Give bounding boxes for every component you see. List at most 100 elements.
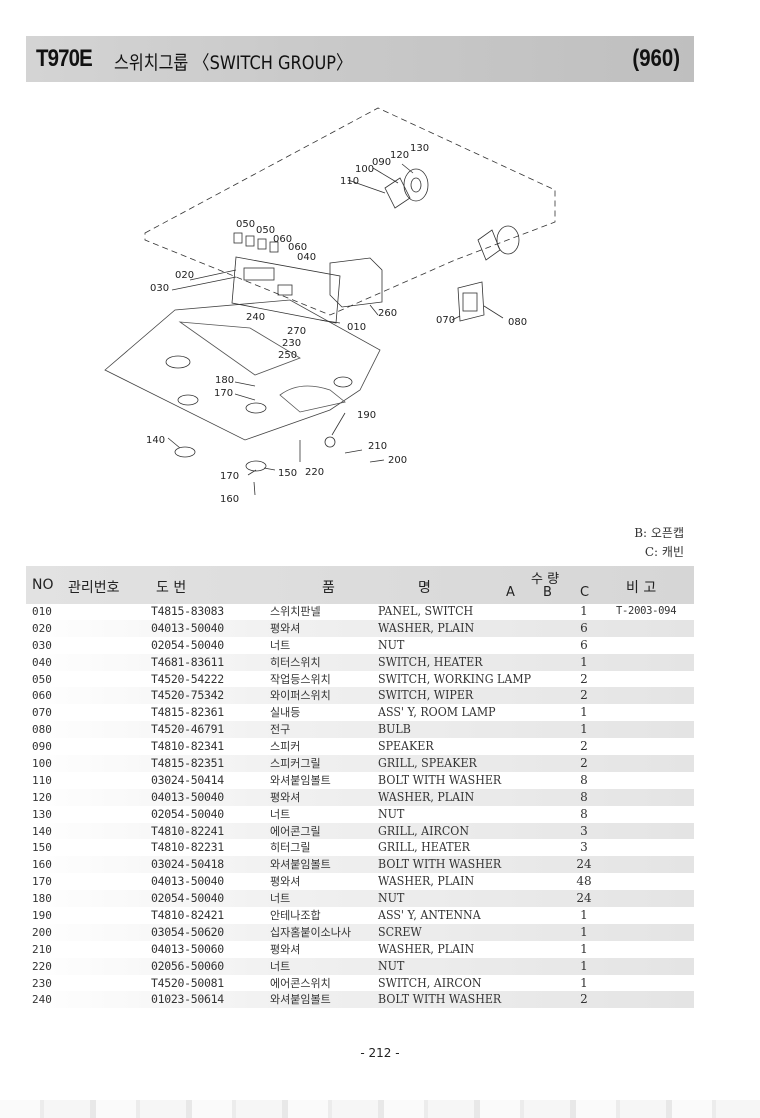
col-header-mgmt-number: 관리번호 <box>68 580 120 596</box>
quantity-cell: 1 <box>580 975 588 990</box>
english-name-cell: BOLT WITH WASHER <box>378 992 502 1007</box>
switch-icon <box>233 232 243 244</box>
col-header-qty-a: A <box>506 585 515 600</box>
part-number-cell: 120 <box>32 790 52 804</box>
english-name-cell: BOLT WITH WASHER <box>378 857 502 872</box>
switch-icon <box>257 238 267 250</box>
quantity-cell: 1 <box>580 958 588 973</box>
english-name-cell: SWITCH, AIRCON <box>378 975 482 990</box>
drawing-number-cell: 02054-50040 <box>151 891 224 906</box>
header-bar: T970E 스위치그룹 〈SWITCH GROUP〉 (960) <box>26 36 694 82</box>
part-number-cell: 050 <box>32 672 52 686</box>
switch-icon <box>245 235 255 247</box>
english-name-cell: BOLT WITH WASHER <box>378 772 502 787</box>
drawing-number-cell: T4815-83083 <box>151 604 224 618</box>
korean-name-cell: 평와셔 <box>270 942 301 956</box>
part-number-cell: 190 <box>32 909 52 923</box>
group-code: (960) <box>632 45 680 72</box>
callout-label: 020 <box>175 270 194 281</box>
callout-label: 270 <box>287 326 306 337</box>
part-number-cell: 180 <box>32 892 52 906</box>
speaker-icon <box>403 168 429 202</box>
room-lamp-lens-icon <box>462 292 478 312</box>
quantity-cell: 24 <box>576 891 592 906</box>
part-number-cell: 210 <box>32 942 52 956</box>
col-header-no: NO <box>32 577 54 593</box>
callout-label: 130 <box>410 143 429 154</box>
english-name-cell: NUT <box>378 806 405 821</box>
korean-name-cell: 너트 <box>270 959 291 973</box>
english-name-cell: ASS' Y, ROOM LAMP <box>378 705 496 720</box>
quantity-cell: 1 <box>580 604 588 618</box>
grill-icon <box>333 376 353 388</box>
korean-name-cell: 에어콘스위치 <box>270 976 331 990</box>
korean-name-cell: 너트 <box>270 892 291 906</box>
callout-label: 170 <box>220 471 239 482</box>
english-name-cell: GRILL, HEATER <box>378 840 470 855</box>
callout-label: 080 <box>508 317 527 328</box>
english-name-cell: GRILL, AIRCON <box>378 823 469 838</box>
quantity-cell: 8 <box>580 806 588 821</box>
quantity-cell: 2 <box>580 756 588 771</box>
english-name-cell: ASS' Y, ANTENNA <box>378 908 481 923</box>
callout-label: 190 <box>357 410 376 421</box>
part-number-cell: 110 <box>32 773 52 787</box>
quantity-cell: 1 <box>580 941 588 956</box>
quantity-cell: 6 <box>580 637 588 652</box>
drawing-number-cell: T4520-50081 <box>151 975 224 990</box>
grill-aircon-icon <box>174 446 196 458</box>
korean-name-cell: 스위치판넬 <box>270 605 321 618</box>
korean-name-cell: 평와셔 <box>270 875 301 889</box>
quantity-cell: 8 <box>580 789 588 804</box>
part-number-cell: 170 <box>32 875 52 889</box>
english-name-cell: BULB <box>378 722 411 737</box>
callout-label: 220 <box>305 467 324 478</box>
callout-label: 040 <box>297 252 316 263</box>
korean-name-cell: 히터스위치 <box>270 655 321 669</box>
english-name-cell: WASHER, PLAIN <box>378 789 475 804</box>
part-number-cell: 200 <box>32 925 52 939</box>
callout-label: 060 <box>288 242 307 253</box>
drawing-number-cell: T4681-83611 <box>151 654 224 669</box>
callout-label: 170 <box>214 388 233 399</box>
korean-name-cell: 전구 <box>270 723 291 737</box>
part-number-cell: 220 <box>32 959 52 973</box>
callout-label: 050 <box>256 225 275 236</box>
callout-label: 180 <box>215 375 234 386</box>
speaker-cone-icon <box>410 177 422 193</box>
drawing-number-cell: 03024-50418 <box>151 857 224 872</box>
part-number-cell: 100 <box>32 757 52 771</box>
col-header-remarks: 비 고 <box>626 580 657 596</box>
korean-name-cell: 와셔붙임볼트 <box>270 773 331 787</box>
drawing-number-cell: T4810-82421 <box>151 908 224 923</box>
quantity-cell: 1 <box>580 654 588 669</box>
drawing-number-cell: T4810-82241 <box>151 823 224 838</box>
callout-label: 260 <box>378 308 397 319</box>
callout-label: 110 <box>340 176 359 187</box>
antenna-icon <box>324 436 336 448</box>
part-number-cell: 230 <box>32 976 52 990</box>
quantity-cell: 2 <box>580 739 588 754</box>
drawing-number-cell: 04013-50060 <box>151 941 224 956</box>
part-number-cell: 080 <box>32 723 52 737</box>
part-number-cell: 140 <box>32 824 52 838</box>
legend-cabin: C: 캐빈 <box>644 545 684 559</box>
switch-slot-icon <box>243 267 275 281</box>
drawing-number-cell: 04013-50040 <box>151 874 224 889</box>
callout-label: 160 <box>220 494 239 505</box>
korean-name-cell: 실내등 <box>270 706 301 720</box>
grill-icon <box>177 394 199 406</box>
korean-name-cell: 평와셔 <box>270 621 301 635</box>
korean-name-cell: 와이퍼스위치 <box>270 689 331 703</box>
legend-open-cab: B: 오픈캡 <box>634 526 684 540</box>
